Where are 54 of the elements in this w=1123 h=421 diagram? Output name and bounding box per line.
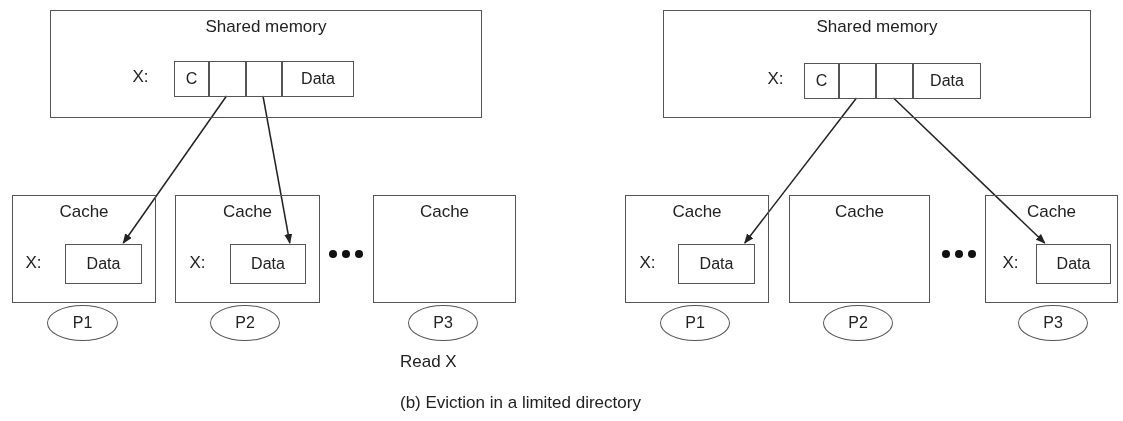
directory-cell — [174, 61, 209, 97]
cache-box — [12, 195, 156, 303]
data-box — [1036, 244, 1111, 284]
pointer-cell — [209, 61, 246, 97]
cell-label: Data — [86, 255, 121, 273]
cache-box — [373, 195, 516, 303]
variable-label: X: — [1002, 253, 1019, 273]
cell-label: Data — [251, 255, 285, 273]
pointer-cell — [246, 61, 282, 97]
memory-title: Shared memory — [816, 18, 938, 37]
cell-label: P1 — [72, 314, 93, 332]
cell-label: Data — [699, 255, 734, 273]
variable-label: X: — [189, 253, 206, 273]
pointer-cell — [839, 63, 876, 99]
cell-label: P1 — [685, 314, 705, 332]
cache-box — [985, 195, 1118, 303]
cache-box — [625, 195, 769, 303]
cell-label: Data — [1056, 255, 1091, 273]
cell-label: C — [185, 70, 198, 88]
action-note: Read X — [400, 352, 457, 372]
directory-cell — [282, 61, 354, 97]
variable-label: X: — [639, 253, 656, 273]
directory-cell — [913, 63, 981, 99]
memory-box — [663, 10, 1091, 118]
cache-title: Cache — [59, 203, 109, 222]
cache-box — [175, 195, 320, 303]
arrow — [262, 95, 293, 244]
arrow — [892, 97, 1046, 244]
directory-cell — [804, 63, 839, 99]
figure-caption: (b) Eviction in a limited directory — [400, 393, 641, 413]
cache-title: Cache — [834, 203, 885, 222]
variable-label: X: — [25, 253, 42, 273]
pointer-cell — [876, 63, 913, 99]
data-box — [65, 244, 142, 284]
memory-box — [50, 10, 482, 118]
arrow — [122, 95, 228, 244]
variable-label: X: — [767, 69, 784, 89]
cell-label: P3 — [433, 314, 453, 332]
cache-title: Cache — [672, 203, 722, 222]
cell-label: P2 — [848, 314, 868, 332]
data-box — [230, 244, 306, 284]
cache-title: Cache — [222, 203, 273, 222]
cell-label: Data — [301, 70, 335, 88]
cell-label: C — [815, 72, 828, 90]
cell-label: Data — [930, 72, 964, 90]
cell-label: P3 — [1043, 314, 1063, 332]
arrow — [744, 97, 858, 244]
cache-title: Cache — [1026, 203, 1077, 222]
cache-title: Cache — [419, 203, 470, 222]
cell-label: P2 — [235, 314, 255, 332]
variable-label: X: — [132, 67, 149, 87]
cache-box — [789, 195, 930, 303]
memory-title: Shared memory — [205, 18, 327, 37]
data-box — [678, 244, 755, 284]
